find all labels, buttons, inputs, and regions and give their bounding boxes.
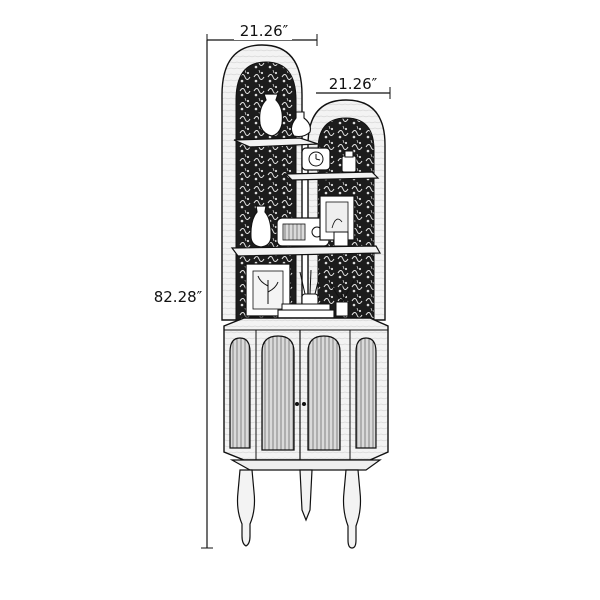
radio-icon xyxy=(276,217,330,247)
clock-icon xyxy=(301,147,331,171)
tall-vase-icon xyxy=(250,205,272,248)
cabinet-door-center-left xyxy=(261,335,295,451)
side-width-label: 21.26″ xyxy=(329,75,378,93)
side-width-dimension: 21.26″ xyxy=(316,74,391,99)
jar-icon xyxy=(341,150,357,173)
back-width-dimension: 21.26″ xyxy=(206,22,318,46)
small-vase-icon xyxy=(290,111,311,138)
door-knobs xyxy=(295,402,306,406)
candle-icon xyxy=(333,231,349,247)
cabinet-door-center-right xyxy=(307,335,341,451)
back-width-label: 21.26″ xyxy=(240,22,289,40)
cabinet-door-left-side xyxy=(229,337,251,449)
cabinet-door-right-side xyxy=(355,337,377,449)
vase-icon xyxy=(259,93,283,137)
plant-icon xyxy=(329,279,355,317)
books-icon xyxy=(277,303,335,319)
cabinet-legs xyxy=(236,469,362,549)
height-label: 82.28″ xyxy=(154,288,203,306)
shelves xyxy=(230,137,382,257)
height-dimension: 82.28″ xyxy=(150,40,213,549)
cabinet-base xyxy=(229,459,382,471)
